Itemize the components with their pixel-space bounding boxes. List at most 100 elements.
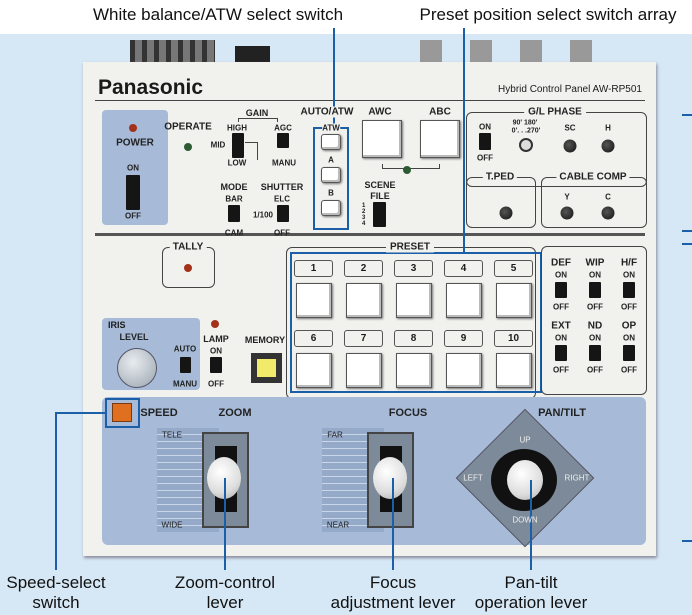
callout-zoom-line1: Zoom-control (174, 573, 276, 592)
atw-button[interactable] (321, 134, 341, 150)
scene-pos-1: 1 (362, 203, 366, 209)
focus-callout-line (392, 478, 394, 570)
shutter-elc: ELC (274, 194, 290, 204)
preset-button-5[interactable] (496, 283, 532, 318)
iris-auto-switch[interactable] (180, 357, 191, 373)
abc-button[interactable] (420, 120, 460, 158)
toggle-switch-ext[interactable] (555, 345, 567, 361)
scene-file-switch[interactable] (373, 202, 386, 227)
awc-abc-bracket (382, 164, 440, 169)
preset-button-9[interactable] (446, 353, 482, 388)
preset-button-10[interactable] (496, 353, 532, 388)
iris-level-label: LEVEL (119, 332, 149, 342)
shutter-1-100: 1/100 (252, 210, 274, 220)
iris-auto: AUTO (173, 344, 197, 354)
callout-pantilt-line2: operation lever (474, 593, 588, 612)
pantilt-lever[interactable] (507, 460, 543, 500)
focus-label: FOCUS (388, 407, 428, 419)
iris-label: IRIS (108, 320, 126, 330)
tped-trimmer[interactable] (499, 206, 513, 220)
gain-bracket (238, 118, 278, 122)
preset-button-1[interactable] (296, 283, 332, 318)
lamp-on: ON (210, 346, 222, 356)
sc-trimmer[interactable] (563, 139, 577, 153)
tally-label: TALLY (169, 241, 207, 253)
tped-label: T.PED (482, 171, 518, 183)
tally-led (184, 264, 192, 272)
mode-switch[interactable] (228, 205, 240, 222)
mode-label: MODE (220, 182, 248, 192)
model-label: Hybrid Control Panel AW-RP501 (498, 84, 642, 95)
preset-button-2[interactable] (346, 283, 382, 318)
gl-phase-switch[interactable] (479, 133, 491, 150)
preset-button-6[interactable] (296, 353, 332, 388)
cable-y-trimmer[interactable] (560, 206, 574, 220)
callout-speed-line1: Speed-select (6, 573, 106, 592)
toggle-label: ND (587, 320, 603, 332)
iris-level-knob[interactable] (117, 348, 157, 388)
callout-wb-atw: White balance/ATW select switch (92, 5, 344, 24)
preset-button-3[interactable] (396, 283, 432, 318)
a-label: A (328, 155, 334, 165)
pantilt-callout-line (530, 480, 532, 570)
preset-callout-line (463, 28, 465, 252)
awc-abc-led (403, 166, 411, 174)
scene-pos-2: 2 (362, 209, 366, 215)
toggle-off-label: OFF (587, 302, 603, 312)
power-switch[interactable] (126, 175, 140, 210)
power-label: POWER (116, 137, 154, 149)
toggle-on-label: ON (623, 333, 635, 343)
operate-led (184, 143, 192, 151)
speed-highlight-box (105, 398, 140, 428)
tped-box (466, 177, 536, 228)
cable-c-trimmer[interactable] (601, 206, 615, 220)
power-led (129, 124, 137, 132)
a-button[interactable] (321, 167, 341, 183)
pantilt-left: LEFT (463, 473, 483, 483)
awc-button[interactable] (362, 120, 402, 158)
scene-label: SCENE (364, 180, 396, 190)
lamp-led (211, 320, 219, 328)
agc-switch[interactable] (277, 133, 289, 148)
preset-button-7[interactable] (346, 353, 382, 388)
lamp-label: LAMP (203, 334, 229, 344)
rear-connector (235, 46, 270, 62)
bnc-connectors (420, 40, 595, 62)
lamp-switch[interactable] (210, 357, 222, 373)
preset-button-8[interactable] (396, 353, 432, 388)
b-button[interactable] (321, 200, 341, 216)
toggle-switch-op[interactable] (623, 345, 635, 361)
brand-logo: Panasonic (98, 76, 204, 99)
pantilt-up: UP (519, 435, 531, 445)
sc-label: SC (564, 123, 576, 133)
toggle-on-label: ON (555, 270, 567, 280)
callout-pantilt-line1: Pan-tilt (504, 573, 558, 592)
zoom-callout-line (224, 478, 226, 570)
scene-pos-3: 3 (362, 215, 366, 221)
phase-deg-bottom: 0'. . .270' (511, 127, 541, 135)
speed-button[interactable] (112, 403, 132, 422)
toggle-on-label: ON (589, 333, 601, 343)
power-on-label: ON (127, 163, 139, 173)
gl-on: ON (479, 122, 491, 132)
h-trimmer[interactable] (601, 139, 615, 153)
toggle-switch-hf[interactable] (623, 282, 635, 298)
focus-lever[interactable] (373, 457, 407, 499)
phase-rotary-knob[interactable] (519, 138, 533, 152)
toggle-switch-nd[interactable] (589, 345, 601, 361)
zoom-wide: WIDE (161, 520, 183, 530)
operate-label: OPERATE (164, 121, 212, 133)
shutter-label: SHUTTER (260, 182, 304, 192)
gain-manu: MANU (272, 158, 296, 168)
cable-comp-label: CABLE COMP (556, 171, 630, 183)
toggle-switch-def[interactable] (555, 282, 567, 298)
zoom-label: ZOOM (218, 407, 252, 419)
preset-number-label: 4 (444, 260, 483, 277)
toggle-off-label: OFF (553, 302, 569, 312)
shutter-switch[interactable] (277, 205, 289, 222)
gain-switch[interactable] (232, 133, 244, 158)
toggle-switch-wip[interactable] (589, 282, 601, 298)
memory-button[interactable] (251, 353, 282, 383)
preset-button-4[interactable] (446, 283, 482, 318)
